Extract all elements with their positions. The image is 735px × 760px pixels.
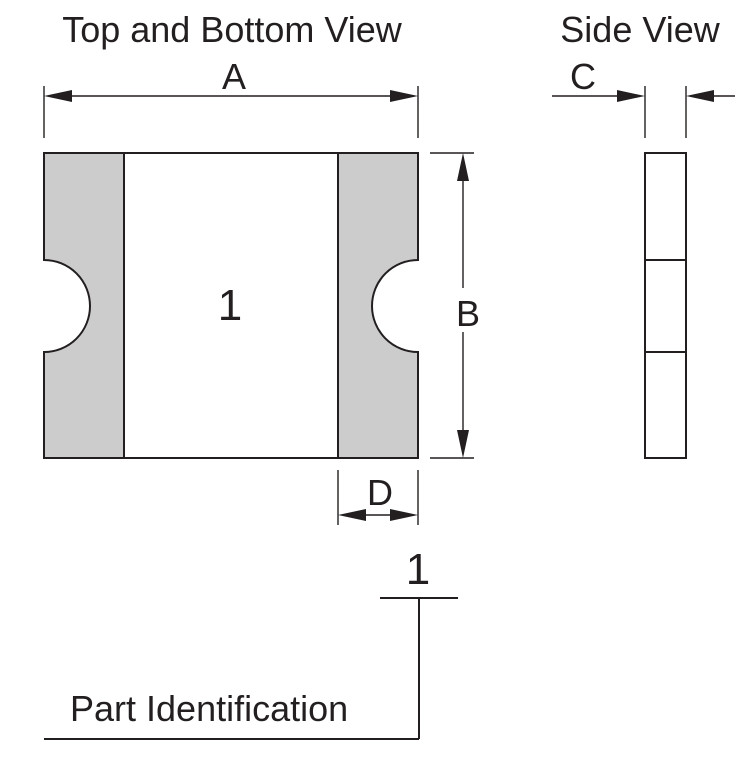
- body-marking: 1: [218, 281, 242, 330]
- dimension-d: D: [337, 470, 419, 525]
- top-bottom-view: 1: [43, 152, 419, 459]
- dimension-b: B: [430, 152, 480, 459]
- part-identification-callout: 1 Part Identification: [44, 545, 458, 740]
- dimension-b-label: B: [456, 293, 480, 334]
- dimension-b-arrow-bottom: [457, 430, 469, 458]
- dimension-c-label: C: [570, 56, 596, 97]
- component-body: [123, 152, 339, 459]
- right-terminal: [337, 152, 419, 459]
- dimension-b-label-bg: [450, 288, 480, 332]
- dimension-a-label: A: [222, 56, 246, 97]
- top-bottom-view-title: Top and Bottom View: [62, 9, 403, 50]
- side-view-body: [644, 152, 687, 459]
- left-terminal: [43, 152, 125, 459]
- callout-number: 1: [406, 545, 430, 594]
- dimension-a-arrow-left: [44, 90, 72, 102]
- dimension-c: C: [552, 56, 735, 138]
- dimension-a-arrow-right: [390, 90, 418, 102]
- side-view: [644, 152, 687, 459]
- side-view-title: Side View: [560, 9, 720, 50]
- dimension-b-arrow-top: [457, 153, 469, 181]
- callout-label: Part Identification: [70, 688, 348, 729]
- dimension-c-arrow-right: [686, 90, 714, 102]
- dimension-d-label: D: [367, 472, 393, 513]
- dimension-c-arrow-left: [617, 90, 645, 102]
- dimension-d-arrow-right: [390, 509, 418, 521]
- dimension-a: A: [43, 56, 419, 138]
- dimension-d-arrow-left: [338, 509, 366, 521]
